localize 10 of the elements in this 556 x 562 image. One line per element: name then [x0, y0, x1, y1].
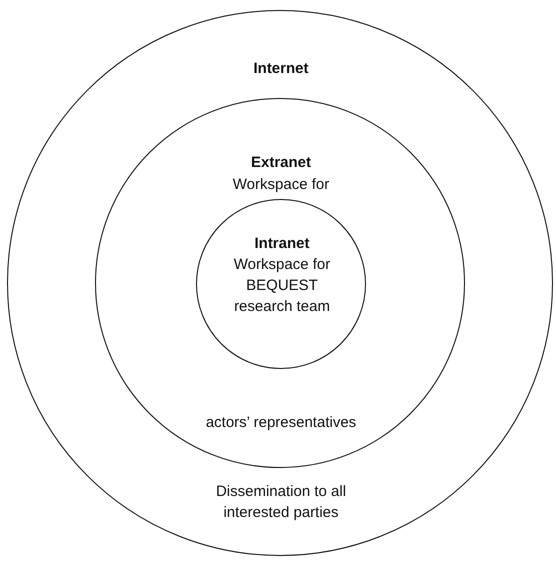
caption-text: actors’ representatives	[204, 413, 358, 433]
inner-circle	[196, 199, 366, 369]
caption-text: Dissemination to all interested parties	[214, 482, 348, 523]
middle-circle	[95, 98, 465, 468]
outer-circle	[7, 10, 553, 556]
caption-text: Workspace for BEQUEST research team	[232, 255, 332, 317]
caption-text: Workspace for	[232, 175, 330, 195]
heading: Intranet	[253, 234, 310, 254]
heading: Internet	[252, 59, 310, 79]
heading: Extranet	[250, 153, 312, 173]
